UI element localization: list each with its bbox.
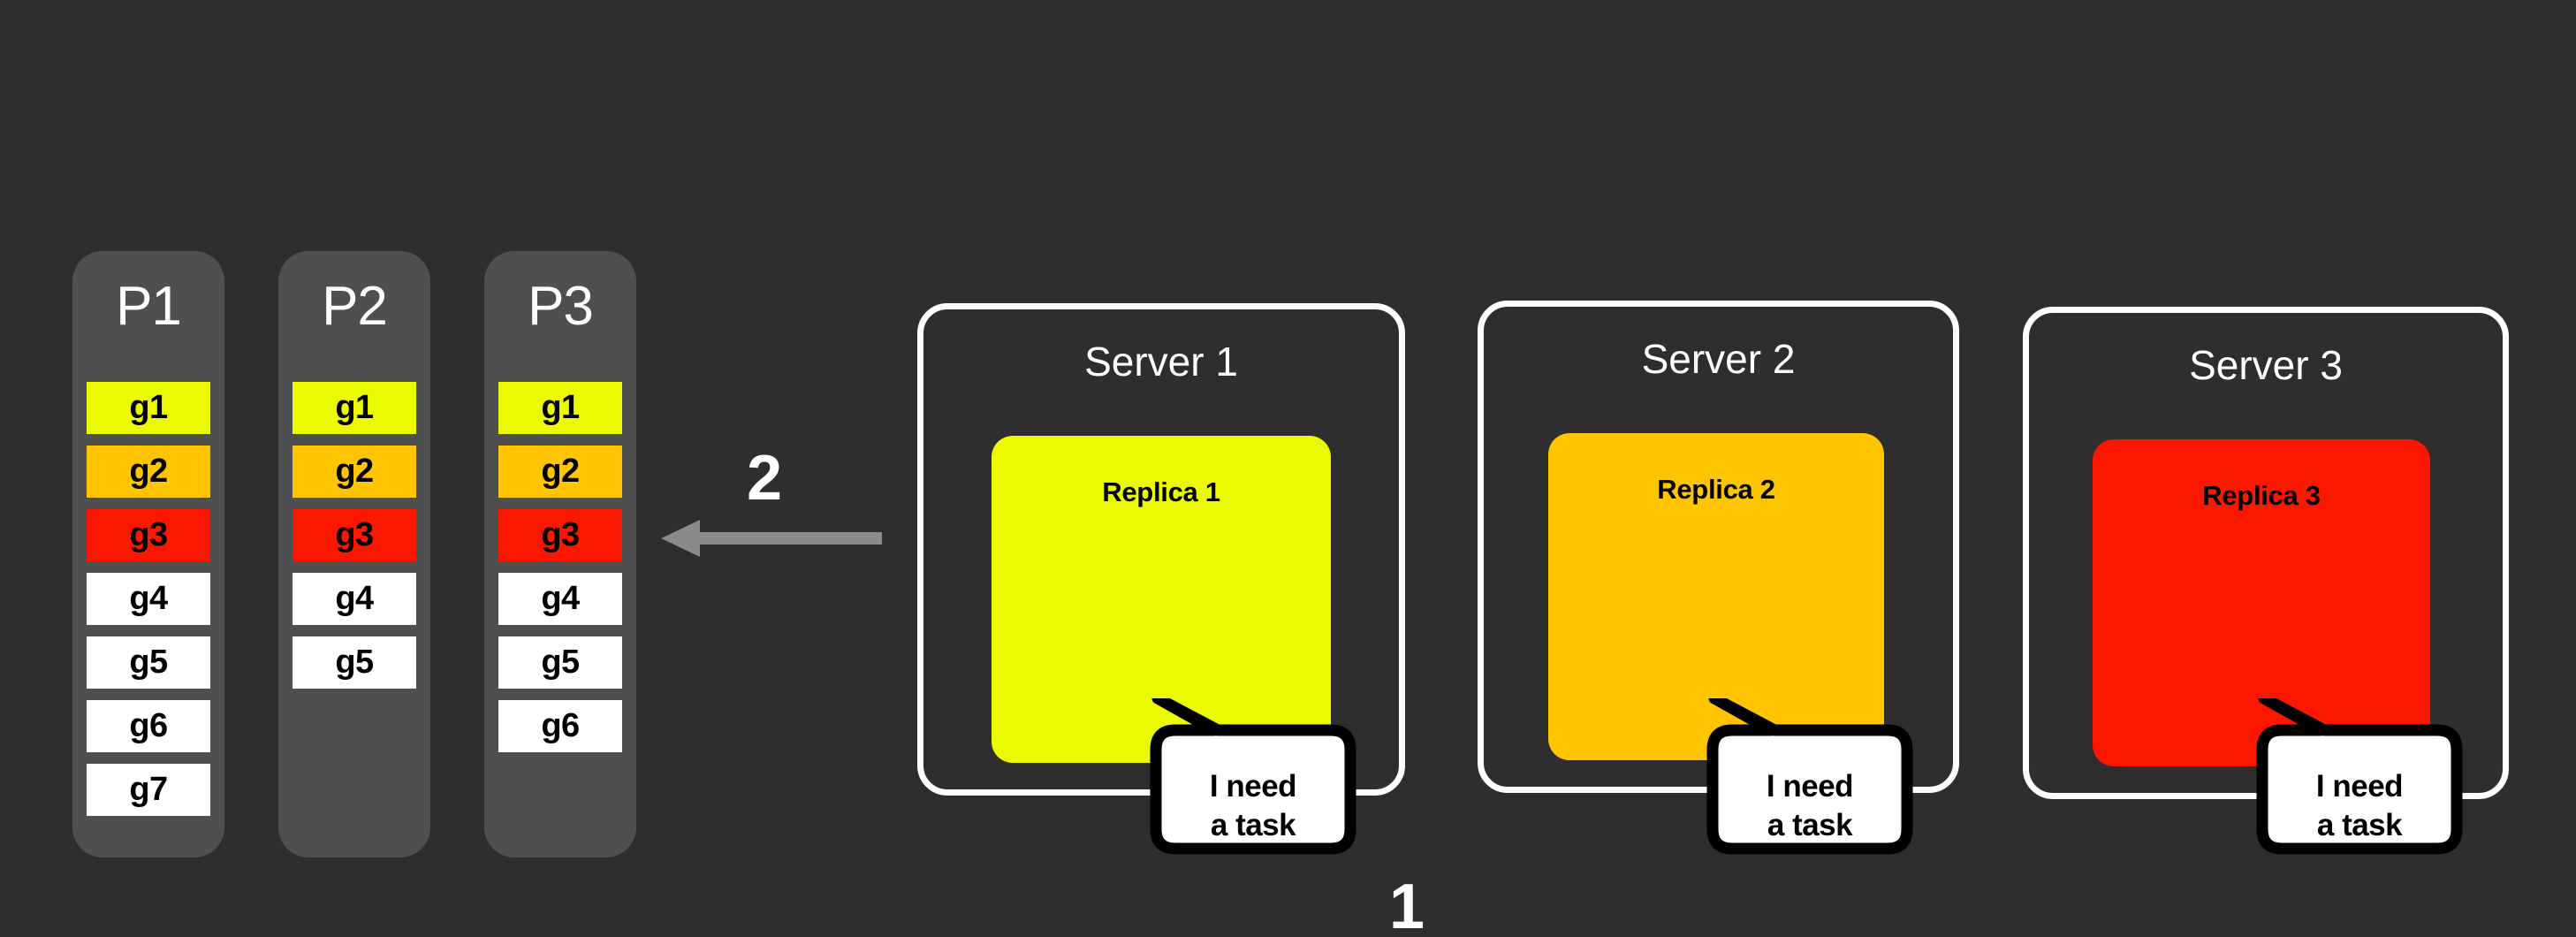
task-tile[interactable]: g2 xyxy=(87,446,210,498)
partition-title-p3: P3 xyxy=(528,276,594,337)
task-tile[interactable]: g1 xyxy=(87,382,210,434)
bubble-line-2: a task xyxy=(1767,807,1853,842)
task-tile[interactable]: g3 xyxy=(498,509,622,561)
speech-bubble-3[interactable]: I need a task xyxy=(2245,698,2483,875)
bubble-line-1: I need xyxy=(2315,769,2404,804)
speech-bubble-text-2: I need a task xyxy=(1695,767,1925,845)
speech-bubble-text-3: I need a task xyxy=(2245,767,2474,845)
task-tile[interactable]: g5 xyxy=(87,636,210,689)
replica-label-1: Replica 1 xyxy=(1102,476,1220,507)
task-tile[interactable]: g1 xyxy=(498,382,622,434)
bubble-line-2: a task xyxy=(1210,807,1296,842)
replica-label-2: Replica 2 xyxy=(1657,474,1775,505)
partition-title-p1: P1 xyxy=(116,276,182,337)
task-tile[interactable]: g1 xyxy=(293,382,416,434)
partition-column-p3[interactable]: P3 g1 g2 g3 g4 g5 g6 xyxy=(484,251,636,857)
tile-stack-p2: g1 g2 g3 g4 g5 xyxy=(293,382,416,700)
replica-box-1[interactable]: Replica 1 xyxy=(992,436,1331,763)
task-tile[interactable]: g5 xyxy=(293,636,416,689)
partition-title-p2: P2 xyxy=(322,276,388,337)
task-tile[interactable]: g4 xyxy=(498,573,622,625)
server-title-2: Server 2 xyxy=(1641,336,1796,382)
task-tile[interactable]: g7 xyxy=(87,764,210,816)
task-tile[interactable]: g2 xyxy=(293,446,416,498)
task-tile[interactable]: g5 xyxy=(498,636,622,689)
bubble-line-1: I need xyxy=(1766,769,1854,804)
speech-bubble-2[interactable]: I need a task xyxy=(1695,698,1934,875)
task-tile[interactable]: g4 xyxy=(87,573,210,625)
speech-bubble-shape-icon xyxy=(1150,698,1356,855)
tile-stack-p1: g1 g2 g3 g4 g5 g6 g7 xyxy=(87,382,210,827)
partition-column-p2[interactable]: P2 g1 g2 g3 g4 g5 xyxy=(278,251,430,857)
bubble-line-2: a task xyxy=(2316,807,2403,842)
speech-bubble-1[interactable]: I need a task xyxy=(1138,698,1377,875)
task-tile[interactable]: g6 xyxy=(498,700,622,752)
speech-bubble-shape-icon xyxy=(2256,698,2463,855)
bubble-line-1: I need xyxy=(1209,769,1297,804)
partition-column-p1[interactable]: P1 g1 g2 g3 g4 g5 g6 g7 xyxy=(72,251,224,857)
task-tile[interactable]: g2 xyxy=(498,446,622,498)
arrow-left-icon xyxy=(661,520,882,557)
replica-box-3[interactable]: Replica 3 xyxy=(2093,439,2430,766)
speech-bubble-text-1: I need a task xyxy=(1138,767,1368,845)
step-label-2: 2 xyxy=(747,443,783,514)
task-tile[interactable]: g3 xyxy=(293,509,416,561)
partition-group: P1 g1 g2 g3 g4 g5 g6 g7 P2 g1 g2 g3 g4 g… xyxy=(0,0,707,937)
replica-label-3: Replica 3 xyxy=(2202,480,2321,511)
task-tile[interactable]: g4 xyxy=(293,573,416,625)
task-tile[interactable]: g3 xyxy=(87,509,210,561)
step-label-1: 1 xyxy=(1389,872,1425,937)
speech-bubble-shape-icon xyxy=(1706,698,1913,855)
tile-stack-p3: g1 g2 g3 g4 g5 g6 xyxy=(498,382,622,764)
server-title-3: Server 3 xyxy=(2189,342,2343,388)
server-title-1: Server 1 xyxy=(1084,339,1238,385)
task-tile[interactable]: g6 xyxy=(87,700,210,752)
